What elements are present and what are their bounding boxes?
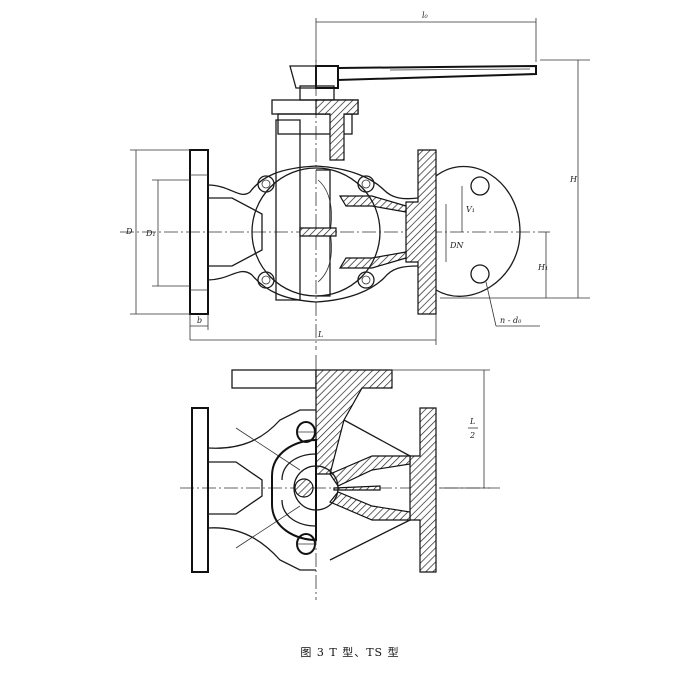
dim-b: b	[197, 316, 202, 325]
right-flange	[405, 149, 437, 315]
flange-hole-bottom	[470, 264, 490, 284]
flange-hole-top	[470, 176, 490, 196]
body-upper-right	[315, 165, 419, 200]
dim-DN: DN	[449, 241, 464, 250]
handle-lever	[337, 64, 537, 82]
dim-L: L	[317, 330, 323, 339]
central-lug	[271, 438, 317, 542]
body-lower-left	[207, 270, 317, 303]
dim-L-half-den: 2	[469, 431, 475, 440]
dim-V1: V₁	[466, 205, 475, 214]
plan-plug	[293, 465, 339, 511]
dim-D: D	[125, 227, 133, 236]
gland-section	[315, 99, 359, 161]
flange-pcd-arc	[435, 165, 521, 297]
top-plate-section	[315, 369, 393, 475]
dim-L-half-num: L	[469, 417, 475, 426]
plan-left-flange	[191, 407, 209, 573]
dim-lo: l₀	[422, 11, 429, 20]
body-bolts	[257, 175, 375, 289]
plan-view: L 2	[180, 355, 500, 600]
front-view	[120, 60, 540, 350]
dim-n-d0: n - d₀	[500, 316, 522, 325]
figure-caption: 图 3 T 型、TS 型	[300, 646, 400, 659]
dim-H1: H₁	[537, 263, 548, 272]
dimension-lines: l₀ H H₁ D D₁ b L DN V₁ n - d₀	[125, 11, 590, 345]
top-plate	[231, 369, 317, 389]
body-upper-left	[207, 165, 317, 195]
dim-H: H	[569, 175, 578, 184]
left-flange	[189, 149, 209, 315]
dim-D1: D₁	[145, 229, 156, 238]
plug-left	[275, 119, 301, 301]
plan-right-flange	[409, 407, 437, 573]
plan-bolts	[296, 421, 316, 555]
